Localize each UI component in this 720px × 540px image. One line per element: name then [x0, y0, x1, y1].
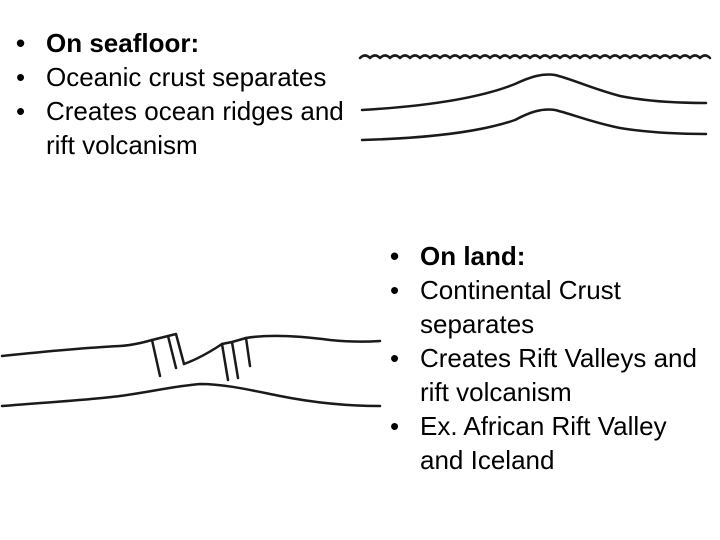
rift-valley-diagram	[0, 332, 382, 408]
land-bullet-example: Ex. African Rift Valley and Iceland	[390, 409, 710, 477]
rift-crust-base-line	[0, 382, 382, 408]
seafloor-heading: On seafloor:	[16, 26, 366, 60]
seafloor-bullet-oceanic-crust: Oceanic crust separates	[16, 60, 366, 94]
rift-right-fault-block	[220, 336, 252, 382]
ridge-crust-top-line	[360, 73, 708, 112]
seafloor-bullet-list: On seafloor: Oceanic crust separates Cre…	[16, 26, 366, 162]
land-heading: On land:	[390, 239, 710, 273]
land-bullet-continental-crust: Continental Crust separates	[390, 273, 710, 341]
rift-right-surface	[244, 334, 382, 343]
seafloor-bullet-ocean-ridges: Creates ocean ridges and rift volcanism	[16, 94, 366, 162]
ridge-crust-base-line	[360, 108, 708, 142]
sea-surface-line	[358, 54, 712, 60]
rift-valley-floor	[182, 342, 224, 366]
rift-left-fault-block	[150, 332, 186, 378]
land-bullet-list: On land: Continental Crust separates Cre…	[390, 239, 710, 477]
rift-left-surface	[0, 338, 154, 358]
land-bullet-rift-valleys: Creates Rift Valleys and rift volcanism	[390, 341, 710, 409]
